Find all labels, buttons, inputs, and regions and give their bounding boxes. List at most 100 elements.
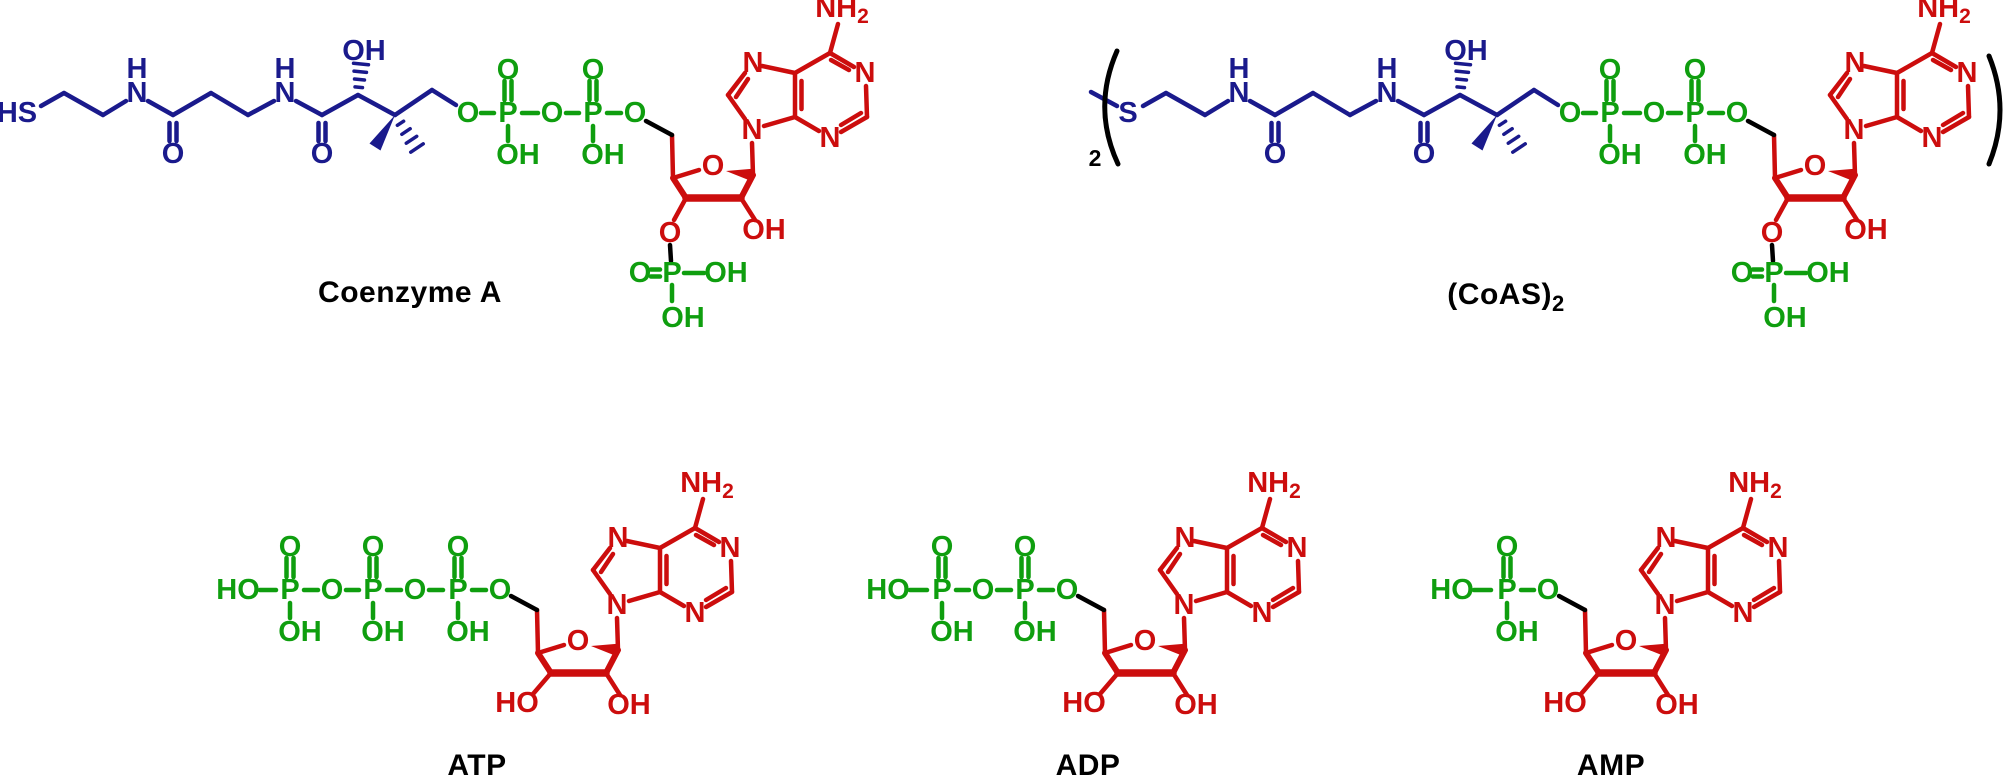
- atom-label-n: N: [1957, 57, 1978, 89]
- atom-label-oh: OH: [1763, 302, 1807, 334]
- atom-label-n: N: [820, 122, 841, 154]
- bond: [1638, 567, 1661, 597]
- atom-label-oh: OH: [1655, 689, 1699, 721]
- bond: [792, 114, 822, 134]
- bond: [1929, 50, 1959, 70]
- atom-label-o: O: [457, 97, 480, 129]
- atom-label-oh: OH: [446, 616, 490, 648]
- atom-label-o: O: [497, 54, 520, 86]
- bond: [1224, 525, 1265, 551]
- bond: [1347, 98, 1379, 118]
- bond: [1705, 525, 1746, 551]
- atom-label-o: O: [311, 138, 334, 170]
- atom-label-o: O: [1496, 531, 1519, 563]
- atom-label-n: N: [685, 597, 706, 629]
- bond: [1157, 545, 1180, 573]
- atom-label-o: O: [624, 97, 647, 129]
- atom-label-n: N: [1844, 114, 1865, 146]
- atom-label-o: O: [629, 257, 652, 289]
- bond: [827, 21, 841, 56]
- atom-label-oh: OH: [1806, 257, 1850, 289]
- bond: [669, 132, 676, 181]
- bond: [1578, 670, 1602, 697]
- bond: [1075, 593, 1107, 613]
- molecule-caption-atp: ATP: [447, 749, 507, 778]
- atom-label-nh: NH2: [1728, 467, 1782, 503]
- atom-label-o: O: [567, 625, 590, 657]
- bond: [245, 98, 277, 118]
- bond: [1776, 558, 1783, 595]
- molecule-caption-amp: AMP: [1576, 749, 1646, 778]
- atom-label-n: N: [1174, 589, 1195, 621]
- bond: [1771, 132, 1778, 181]
- atom-label-o: O: [1684, 54, 1707, 86]
- atom-label-oh: OH: [742, 214, 786, 246]
- atom-label-n: N: [1845, 47, 1866, 79]
- bond: [61, 90, 106, 118]
- atom-label-n: N: [1287, 532, 1308, 564]
- bond: [1894, 114, 1924, 134]
- bond: [1494, 87, 1537, 118]
- bond: [508, 593, 540, 613]
- atom-label-n: N: [1733, 597, 1754, 629]
- atom-label-n: N: [743, 47, 764, 79]
- atom-label-p: P: [1685, 97, 1704, 129]
- bond: [1193, 589, 1230, 604]
- hash-bond: [1454, 69, 1471, 75]
- bond: [1165, 551, 1183, 575]
- hash-bond: [1502, 126, 1514, 137]
- atom-label-oh: OH: [278, 616, 322, 648]
- bond: [1531, 87, 1561, 108]
- bond: [1840, 172, 1858, 201]
- atom-label-p: P: [1015, 574, 1034, 606]
- wedge-bond: [591, 643, 619, 657]
- bond: [1940, 114, 1972, 135]
- atom-label-o: O: [321, 574, 344, 606]
- bond: [1827, 70, 1850, 98]
- atom-label-o: O: [972, 574, 995, 606]
- hash-bond: [409, 142, 425, 154]
- atom-label-n: N: [1229, 77, 1250, 109]
- atom-label-o: O: [362, 531, 385, 563]
- atom-label-s: S: [1118, 97, 1137, 129]
- bond: [1835, 76, 1853, 100]
- bond: [827, 50, 857, 70]
- bond: [1863, 114, 1900, 129]
- atom-label-p: P: [280, 574, 299, 606]
- atom-label-o: O: [1056, 574, 1079, 606]
- hash-bond: [1506, 134, 1521, 145]
- atom-label-2: 2: [1089, 145, 1102, 171]
- atom-label-h: H: [275, 53, 296, 85]
- atom-label-n: N: [742, 114, 763, 146]
- bond: [703, 589, 735, 610]
- bond: [1295, 558, 1302, 595]
- atom-label-o: O: [162, 138, 185, 170]
- bond: [1965, 83, 1972, 120]
- hash-bond: [352, 77, 367, 82]
- atom-label-oh: OH: [1444, 35, 1488, 67]
- atom-label-n: N: [1655, 589, 1676, 621]
- bond: [1740, 525, 1770, 545]
- atom-label-o: O: [404, 574, 427, 606]
- atom-label-o: O: [1014, 531, 1037, 563]
- bond: [590, 545, 613, 573]
- bond: [1097, 670, 1121, 697]
- bond: [1224, 589, 1254, 609]
- bond: [1270, 589, 1302, 610]
- bond: [667, 242, 674, 264]
- atom-label-oh: OH: [1495, 616, 1539, 648]
- atom-label-n: N: [720, 532, 741, 564]
- bond: [1930, 57, 1954, 73]
- hash-bond: [400, 126, 412, 137]
- atom-label-p: P: [932, 574, 951, 606]
- atom-label-o: O: [489, 574, 512, 606]
- atom-label-o: O: [1134, 625, 1157, 657]
- atom-label-n: N: [855, 57, 876, 89]
- bond: [828, 57, 852, 73]
- atom-label-o: O: [1599, 54, 1622, 86]
- bond: [392, 87, 435, 118]
